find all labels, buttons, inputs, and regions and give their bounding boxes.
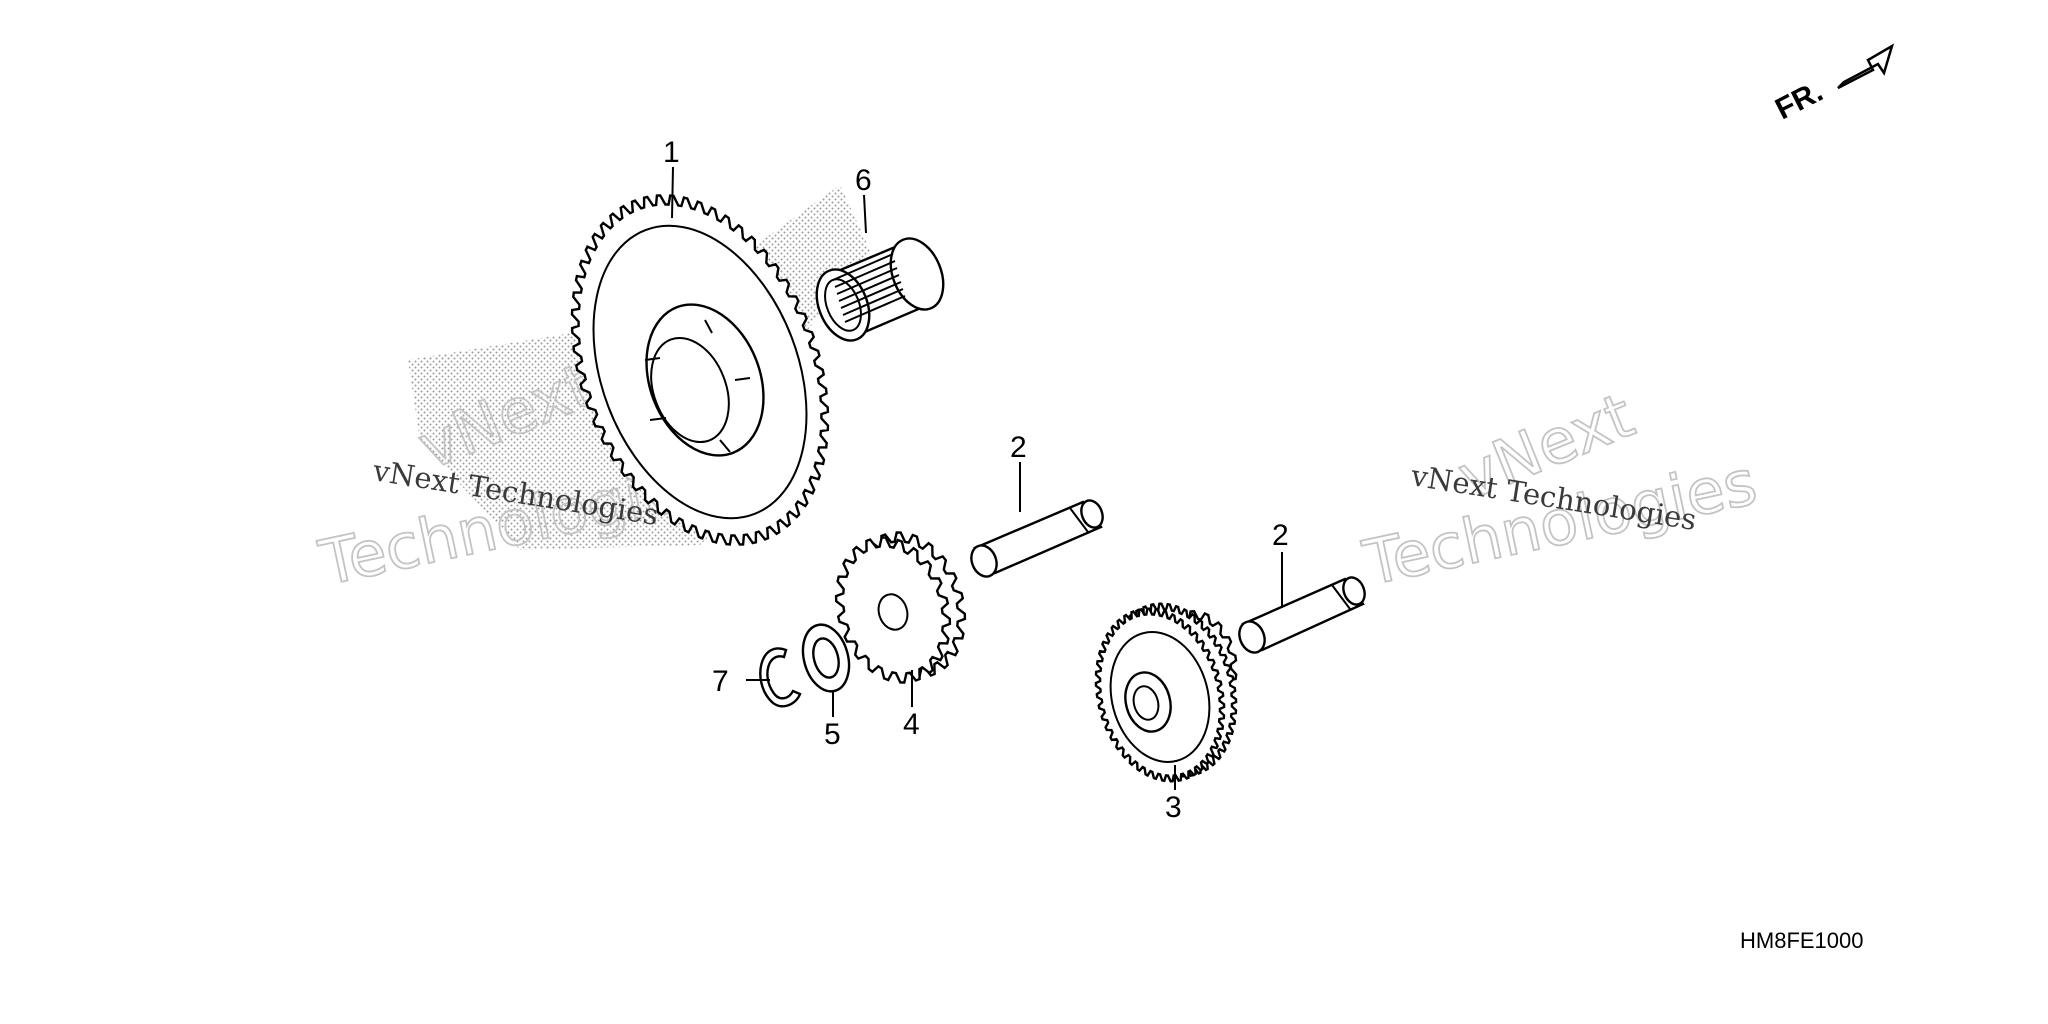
pin-part-2-lower <box>1238 576 1366 654</box>
large-gear-part-1 <box>570 194 830 546</box>
diagram-code: HM8FE1000 <box>1740 928 1864 953</box>
small-gear-part-4 <box>834 531 967 684</box>
compound-gear-part-3 <box>1094 602 1238 783</box>
bearing-needle <box>840 281 902 309</box>
bearing-needle <box>844 295 906 323</box>
large-gear-bore <box>650 336 730 444</box>
callout-6[interactable]: 6 <box>855 164 872 197</box>
leader-lines <box>671 166 1283 790</box>
washer-part-5 <box>801 623 851 693</box>
callout-3[interactable]: 3 <box>1165 791 1182 824</box>
bearing-needle <box>834 260 896 288</box>
bearing-needle <box>838 274 900 302</box>
needle-bearing-part-6 <box>815 237 945 342</box>
small-gear-teeth <box>834 536 952 684</box>
callout-2-upper[interactable]: 2 <box>1010 431 1027 464</box>
callout-7[interactable]: 7 <box>712 665 729 698</box>
bearing-needle <box>832 253 894 281</box>
large-gear-hub-slots <box>644 319 751 453</box>
small-gear-bore <box>877 593 909 631</box>
large-gear-face-ring <box>592 224 808 520</box>
bearing-needle <box>842 288 904 316</box>
callout-1[interactable]: 1 <box>663 136 680 169</box>
snap-ring-part-7 <box>759 647 802 708</box>
pin-part-2-upper <box>970 499 1104 578</box>
callout-5[interactable]: 5 <box>824 718 841 751</box>
watermark-right: vNext Technologies vNext Technologies <box>1356 377 1764 600</box>
compound-gear-bore <box>1132 685 1160 721</box>
front-direction-label: FR. <box>1770 75 1828 126</box>
front-direction-indicator: FR. <box>1770 43 1895 126</box>
bearing-needle <box>836 267 898 295</box>
front-arrow-icon <box>1837 43 1895 90</box>
callout-2-lower[interactable]: 2 <box>1272 519 1289 552</box>
callouts: 1 2 2 3 4 5 6 7 <box>663 136 1289 824</box>
callout-4[interactable]: 4 <box>903 708 920 741</box>
compound-gear-hub <box>1124 671 1172 733</box>
large-gear-hub <box>645 303 765 457</box>
compound-gear-face-ring <box>1109 631 1211 763</box>
